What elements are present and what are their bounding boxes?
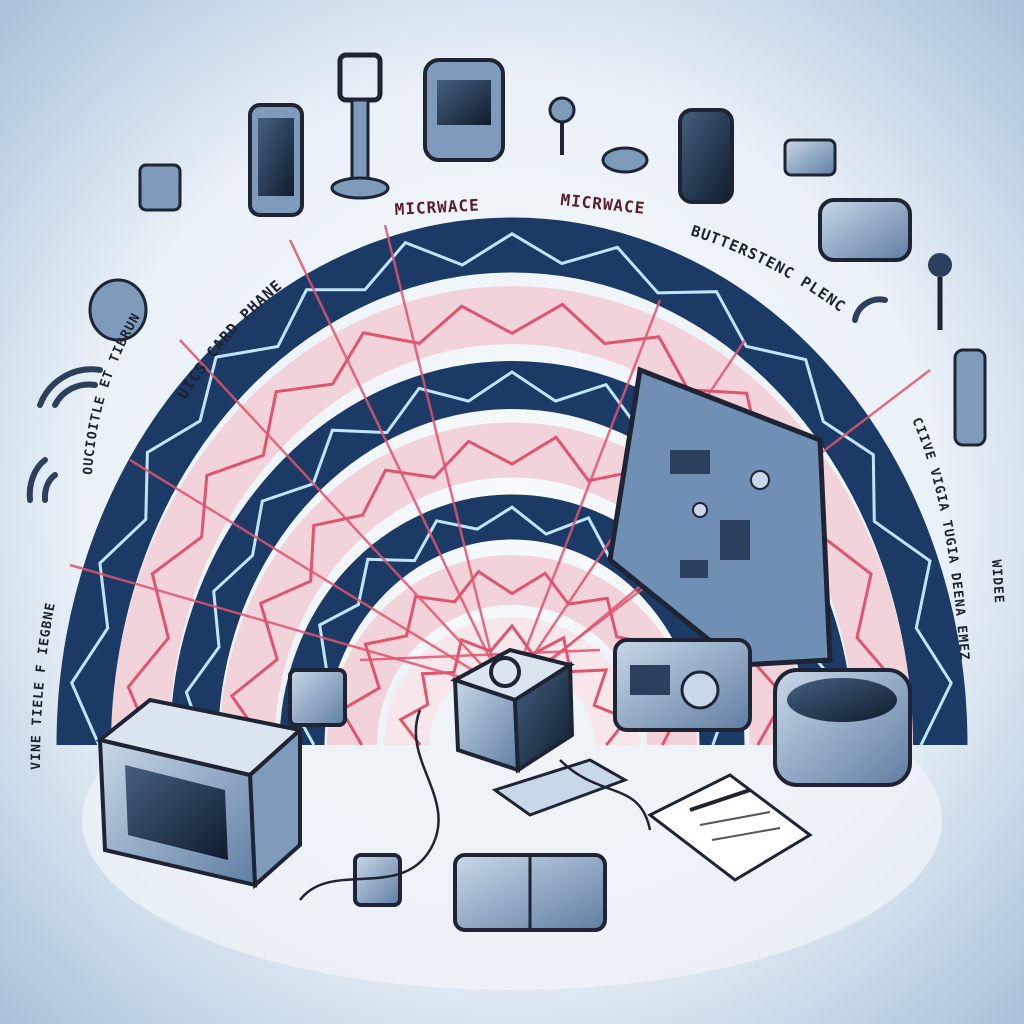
keyboard — [491, 758, 629, 817]
webcam-device — [548, 96, 649, 174]
small-antenna-box — [288, 668, 402, 907]
wifi-symbols — [26, 163, 888, 503]
antenna-stand — [330, 52, 390, 200]
radio-device — [613, 638, 752, 732]
red-ray — [359, 648, 601, 662]
document-sheet — [647, 773, 813, 882]
modem-device — [783, 138, 987, 447]
signal-band — [111, 286, 913, 746]
phone-device — [248, 103, 304, 217]
red-ray — [69, 563, 506, 692]
zigzag-spark — [69, 232, 953, 746]
zigzag-spark — [398, 623, 630, 746]
microwave-device — [95, 697, 305, 890]
tower-speaker — [678, 108, 734, 204]
power-adapter — [453, 853, 607, 932]
cables — [299, 709, 652, 901]
red-ray — [179, 339, 506, 691]
signal-band — [384, 617, 640, 746]
signal-band — [56, 217, 968, 746]
label-right-outer: WIDEE — [988, 559, 1006, 604]
red-ray — [508, 299, 662, 691]
router-device — [450, 647, 576, 774]
circuit-board — [607, 366, 833, 668]
red-ray — [288, 239, 507, 691]
red-ray — [383, 224, 502, 691]
tablet-device — [423, 58, 505, 162]
red-ray — [129, 458, 506, 692]
label-microwave-1: MICRWACE — [394, 195, 480, 219]
speaker-device — [773, 668, 912, 787]
